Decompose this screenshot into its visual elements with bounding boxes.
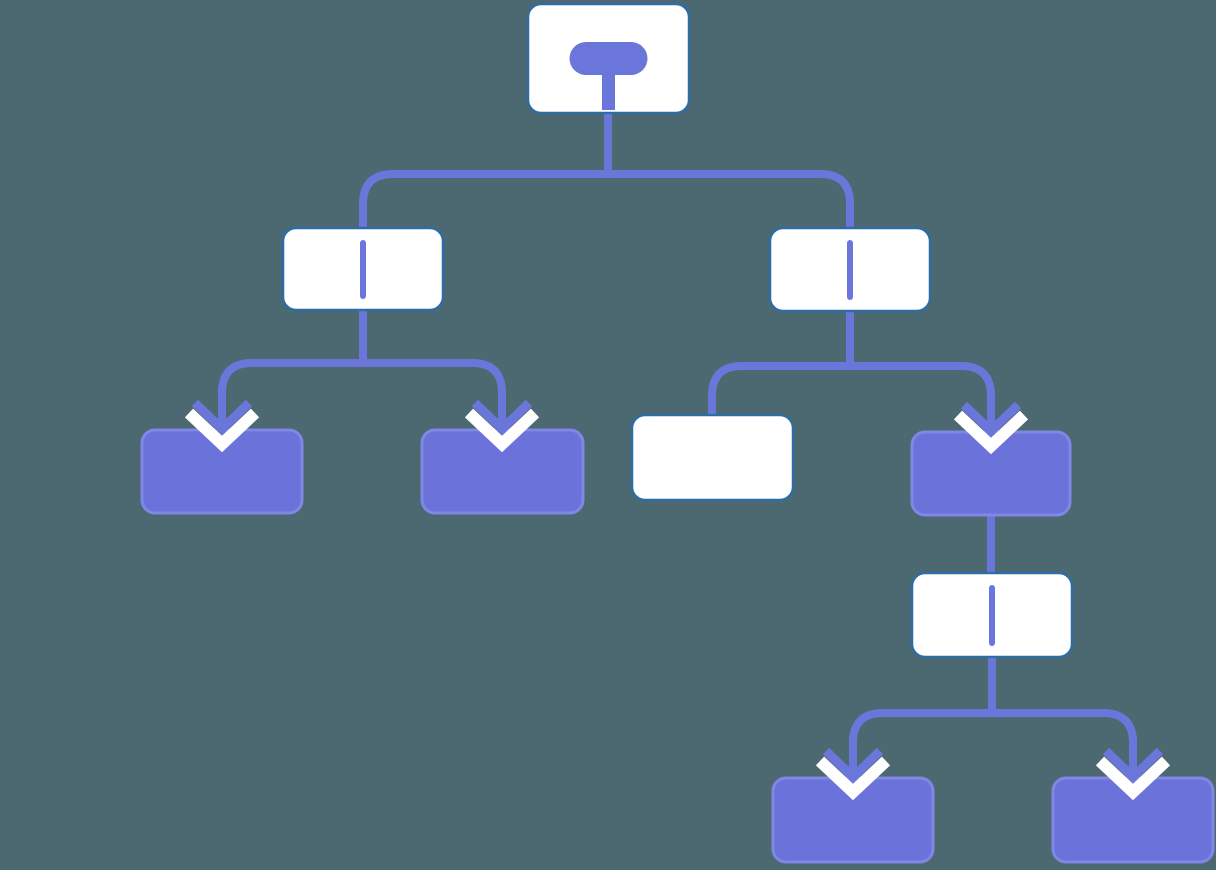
blank-shape xyxy=(630,413,795,502)
connector-root-to-decision-right[interactable] xyxy=(604,113,854,232)
arrow-down-icon xyxy=(184,388,260,453)
arrow-chevron-purple xyxy=(822,747,884,784)
arrow-chevron-white xyxy=(1095,756,1171,801)
node-blank-node[interactable] xyxy=(630,413,795,502)
connector-root-to-decision-left[interactable] xyxy=(359,113,612,232)
node-decision-right[interactable] xyxy=(768,226,932,313)
decision-divider-icon xyxy=(360,240,366,299)
arrow-down-icon xyxy=(464,388,540,453)
nodes-layer xyxy=(140,2,1215,864)
start-pill-stem xyxy=(602,70,615,110)
connector-decision-right-to-blank[interactable] xyxy=(708,311,854,419)
arrow-chevron-white xyxy=(464,408,540,453)
connectors-layer xyxy=(218,113,1137,776)
arrow-chevron-purple xyxy=(191,399,253,436)
decision-divider-icon xyxy=(847,240,853,300)
node-root[interactable] xyxy=(526,2,691,115)
node-decision-bottom[interactable] xyxy=(910,571,1074,659)
arrow-down-icon xyxy=(815,736,891,801)
arrow-chevron-white xyxy=(953,410,1029,455)
arrow-chevron-purple xyxy=(1102,747,1164,784)
arrow-markers-layer xyxy=(184,388,1171,801)
arrow-chevron-purple xyxy=(960,401,1022,438)
start-pill-icon xyxy=(569,42,648,75)
node-decision-left[interactable] xyxy=(281,226,445,312)
decision-divider-icon xyxy=(989,585,995,646)
arrow-chevron-purple xyxy=(471,399,533,436)
arrow-chevron-white xyxy=(815,756,891,801)
arrow-down-icon xyxy=(953,390,1029,455)
arrow-down-icon xyxy=(1095,736,1171,801)
arrow-chevron-white xyxy=(184,408,260,453)
